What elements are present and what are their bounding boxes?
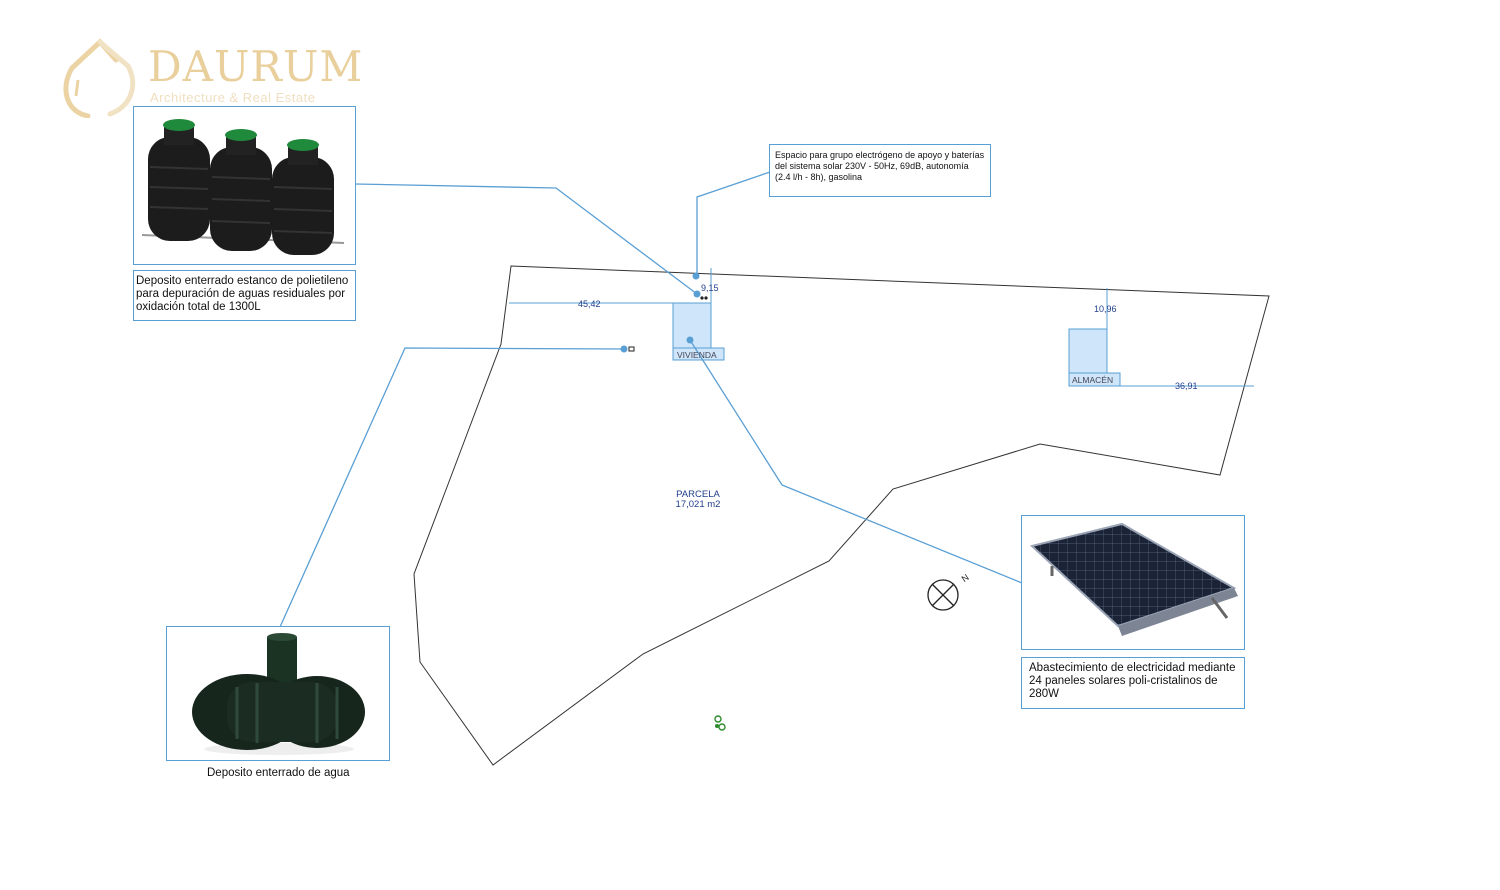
septic-tank-illustration xyxy=(141,119,345,255)
water-tank-caption: Deposito enterrado de agua xyxy=(207,767,350,779)
tree-icon xyxy=(714,715,726,731)
company-logo: DAURUM Architecture & Real Estate xyxy=(58,38,362,119)
dimension-label-d4: 36,91 xyxy=(1175,381,1198,391)
septic-leader-line xyxy=(354,183,698,295)
solar-panel-caption: Abastecimiento de electricidad mediante … xyxy=(1021,657,1245,709)
logo-house-icon xyxy=(63,38,136,119)
almacen-label: ALMACÉN xyxy=(1072,375,1114,385)
septic-point-marker xyxy=(693,290,701,298)
equipment-dot xyxy=(700,296,704,300)
logo-tagline: Architecture & Real Estate xyxy=(150,90,316,105)
parcel-label: PARCELA 17,021 m2 xyxy=(665,490,731,510)
vivienda-label: VIVIENDA xyxy=(677,350,717,360)
parcel-name: PARCELA xyxy=(676,489,720,500)
water-tank-illustration xyxy=(192,633,365,755)
north-arrow-icon xyxy=(927,579,959,611)
parcel-boundary xyxy=(413,265,1270,766)
dimension-label-d1: 45,42 xyxy=(578,299,601,309)
water-tank-leader-line xyxy=(279,347,625,628)
septic-tank-caption: Deposito enterrado estanco de polietilen… xyxy=(133,270,356,321)
septic-tank-image-frame xyxy=(133,106,356,265)
parcel-area: 17,021 m2 xyxy=(675,499,721,510)
equipment-dot xyxy=(704,296,708,300)
solar-panel-illustration xyxy=(1029,522,1238,636)
dimension-label-d3: 10,96 xyxy=(1094,304,1117,314)
solar-point-marker xyxy=(686,336,694,344)
generator-leader-line xyxy=(696,171,771,276)
well-marker xyxy=(628,346,635,352)
water-tank-image-frame xyxy=(166,626,390,761)
logo-wordmark: DAURUM xyxy=(148,42,364,91)
solar-panel-image-frame xyxy=(1021,515,1245,650)
generator-note: Espacio para grupo electrógeno de apoyo … xyxy=(769,144,991,197)
generator-point-marker xyxy=(692,272,700,280)
almacen-label-strip xyxy=(1068,372,1121,387)
water-point-marker xyxy=(620,345,628,353)
dimension-label-d2: 9,15 xyxy=(701,283,719,293)
solar-leader-line xyxy=(689,339,1023,584)
